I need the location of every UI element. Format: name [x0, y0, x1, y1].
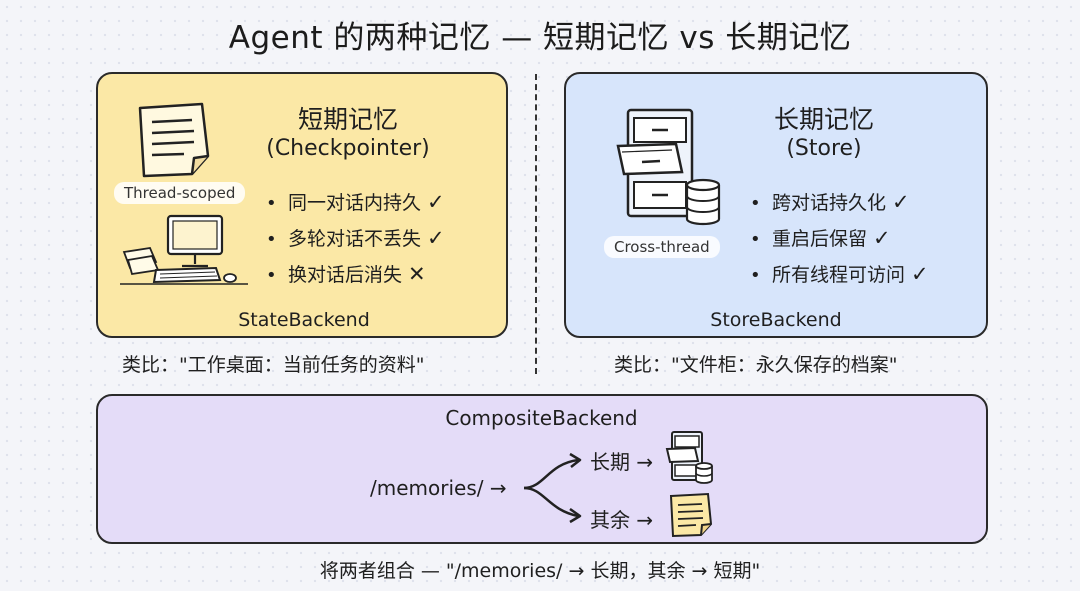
- memories-path-label: /memories/ →: [370, 476, 507, 500]
- page-title: Agent 的两种记忆 — 短期记忆 vs 长期记忆: [228, 20, 852, 56]
- branch-arrows: [518, 446, 588, 530]
- sticky-note-small-icon: [668, 492, 714, 542]
- long-term-heading: 长期记忆: [773, 105, 874, 134]
- database-icon: [684, 178, 722, 230]
- list-item: •多轮对话不丢失✓: [266, 226, 445, 250]
- short-term-subheading: (Checkpointer): [266, 136, 430, 161]
- check-icon: ✓: [427, 226, 445, 250]
- filing-cabinet-small-icon: [664, 430, 714, 490]
- long-term-panel: Cross-thread 长期记忆 (Store) •跨对话持久化✓ •重启后保…: [564, 72, 988, 338]
- short-term-feature-list: •同一对话内持久✓ •多轮对话不丢失✓ •换对话后消失✕: [266, 184, 445, 292]
- store-backend-label: StoreBackend: [710, 309, 842, 331]
- list-item: •同一对话内持久✓: [266, 190, 445, 214]
- branch-rest-label: 其余 →: [590, 508, 654, 532]
- list-item: •所有线程可访问✓: [750, 262, 929, 286]
- composite-backend-label: CompositeBackend: [445, 406, 638, 430]
- short-term-analogy: 类比："工作桌面：当前任务的资料": [122, 354, 425, 376]
- list-item: •重启后保留✓: [750, 226, 891, 250]
- composite-caption: 将两者组合 — "/memories/ → 长期，其余 → 短期": [319, 560, 761, 582]
- branch-long-label: 长期 →: [590, 450, 654, 474]
- thread-scoped-tag: Thread-scoped: [114, 182, 246, 204]
- sticky-note-icon: [134, 100, 214, 184]
- short-term-heading: 短期记忆: [297, 105, 398, 134]
- cross-icon: ✕: [408, 262, 426, 286]
- check-icon: ✓: [911, 262, 929, 286]
- computer-desk-icon: [120, 210, 250, 292]
- cross-thread-tag: Cross-thread: [604, 236, 720, 258]
- long-term-subheading: (Store): [786, 136, 862, 161]
- check-icon: ✓: [892, 190, 910, 214]
- list-item: •跨对话持久化✓: [750, 190, 910, 214]
- dashed-divider: [535, 74, 537, 374]
- state-backend-label: StateBackend: [238, 309, 370, 331]
- filing-cabinet-icon: [610, 108, 730, 232]
- list-item: •换对话后消失✕: [266, 262, 426, 286]
- check-icon: ✓: [427, 190, 445, 214]
- long-term-analogy: 类比："文件柜：永久保存的档案": [614, 354, 898, 376]
- check-icon: ✓: [873, 226, 891, 250]
- short-term-panel: Thread-scoped 短期记忆 (Checkpointer) •同一对话内…: [96, 72, 508, 338]
- composite-panel: CompositeBackend /memories/ → 长期 → 其余 →: [96, 394, 988, 544]
- long-term-feature-list: •跨对话持久化✓ •重启后保留✓ •所有线程可访问✓: [750, 184, 929, 292]
